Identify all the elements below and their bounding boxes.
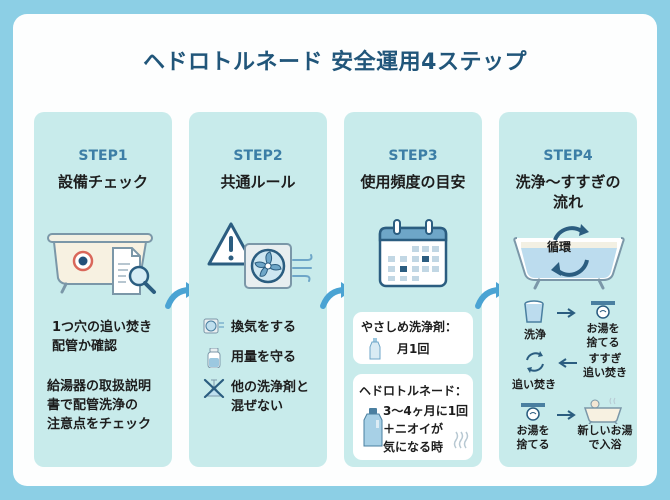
arrow-right-icon [557,308,576,318]
text-line: 1つ穴の追い焚き [52,320,153,335]
arrow-left-icon [558,358,577,368]
small-bottle-icon [369,338,381,360]
text-line: 気になる時 [383,440,444,454]
text-line: 捨てる [516,438,550,451]
flow-fresh-bath: 新しいお湯 で入浴 [575,424,635,452]
rule-no-mixing: 他の洗浄剤と 混ぜない [203,378,309,416]
rule-dosage: 用量を守る [203,348,296,368]
text-line: 新しいお湯 [577,424,633,437]
calendar-icon [378,218,448,288]
freq-heading: やさしめ洗浄剤： [361,320,458,334]
step-label: STEP2 [233,148,283,164]
step-title: 設備チェック [57,173,148,191]
ventilation-fan-icon [203,318,224,334]
rule-text: 換気をする [231,320,297,335]
text-line: 洗浄〜すすぎの [515,173,621,191]
step-label: STEP3 [388,148,438,164]
text-line: 流れ [552,193,583,211]
text-line: 混ぜない [231,399,284,414]
step-label: STEP4 [543,148,593,164]
flow-reheat: 追い焚き [512,378,556,391]
step-label: STEP1 [78,148,128,164]
drain-icon [591,301,615,319]
flow-rinse: すすぎ 追い焚き [579,352,631,380]
text-line: 給湯器の取扱説明 [47,379,152,394]
step-title: 共通ルール [220,173,296,191]
rule-ventilate: 換気をする [203,318,296,337]
reheat-cycle-icon [526,351,544,373]
bathtub-circulation-icon [511,222,627,290]
text-line: 捨てる [586,336,620,349]
step-card-3: STEP3 使用頻度の目安 やさしめ洗浄剤： 月1回 ヘドロトルネード： [344,112,482,467]
freq-hedoro-tornado: ヘドロトルネード： 3〜4ヶ月に1回 ＋ニオイが 気になる時 [353,374,473,460]
freq-heading: ヘドロトルネード： [359,384,468,398]
freq-gentle-cleaner: やさしめ洗浄剤： 月1回 [353,312,473,364]
flow-wash: 洗浄 [524,328,546,341]
odor-wave-icon [453,431,469,449]
text-line: 配管か確認 [52,339,118,354]
rule-text: 用量を守る [231,350,297,365]
step-title: 洗浄〜すすぎの 流れ [499,172,637,212]
step1-text-2: 給湯器の取扱説明 書で配管洗浄の 注意点をチェック [47,377,151,434]
text-line: お湯を [586,322,620,335]
text-line: 3〜4ヶ月に1回 [383,404,469,418]
rule-text: 他の洗浄剤と 混ぜない [231,378,309,416]
text-line: 他の洗浄剤と [231,380,310,395]
step-card-4: STEP4 洗浄〜すすぎの 流れ 循環 洗浄 お湯を 捨てる [499,112,637,467]
text-line: 追い焚き [583,366,627,379]
warning-fan-icon [207,220,317,290]
step-card-1: STEP1 設備チェック 1つ穴の追い焚き 配管か確認 給湯器の取扱説明 書で配… [34,112,172,467]
freq-value: 3〜4ヶ月に1回 ＋ニオイが 気になる時 [383,402,468,456]
step-card-2: STEP2 共通ルール 換気をする 用量を守る [189,112,327,467]
circulation-label: 循環 [547,240,572,254]
text-line: ＋ニオイが [383,422,444,436]
bucket-icon [524,300,544,323]
freq-value: 月1回 [397,342,430,356]
flow-drain-1: お湯を 捨てる [579,322,627,350]
large-bottle-icon [363,408,383,447]
no-mixing-icon [203,378,225,398]
text-line: すすぎ [588,352,622,365]
bath-person-icon [583,397,623,424]
text-line: で入浴 [588,438,622,451]
text-line: 書で配管洗浄の [47,398,139,413]
bathtub-document-search-icon [46,226,164,296]
arrow-right-icon [557,410,576,420]
step1-text-1: 1つ穴の追い焚き 配管か確認 [52,318,152,356]
flow-drain-2: お湯を 捨てる [511,424,555,452]
drain-icon [521,403,545,421]
bottle-icon [207,348,221,368]
page-title: ヘドロトルネード 安全運用4ステップ [143,50,527,75]
text-line: お湯を [516,424,550,437]
step-title: 使用頻度の目安 [360,173,466,191]
text-line: 注意点をチェック [47,417,152,432]
